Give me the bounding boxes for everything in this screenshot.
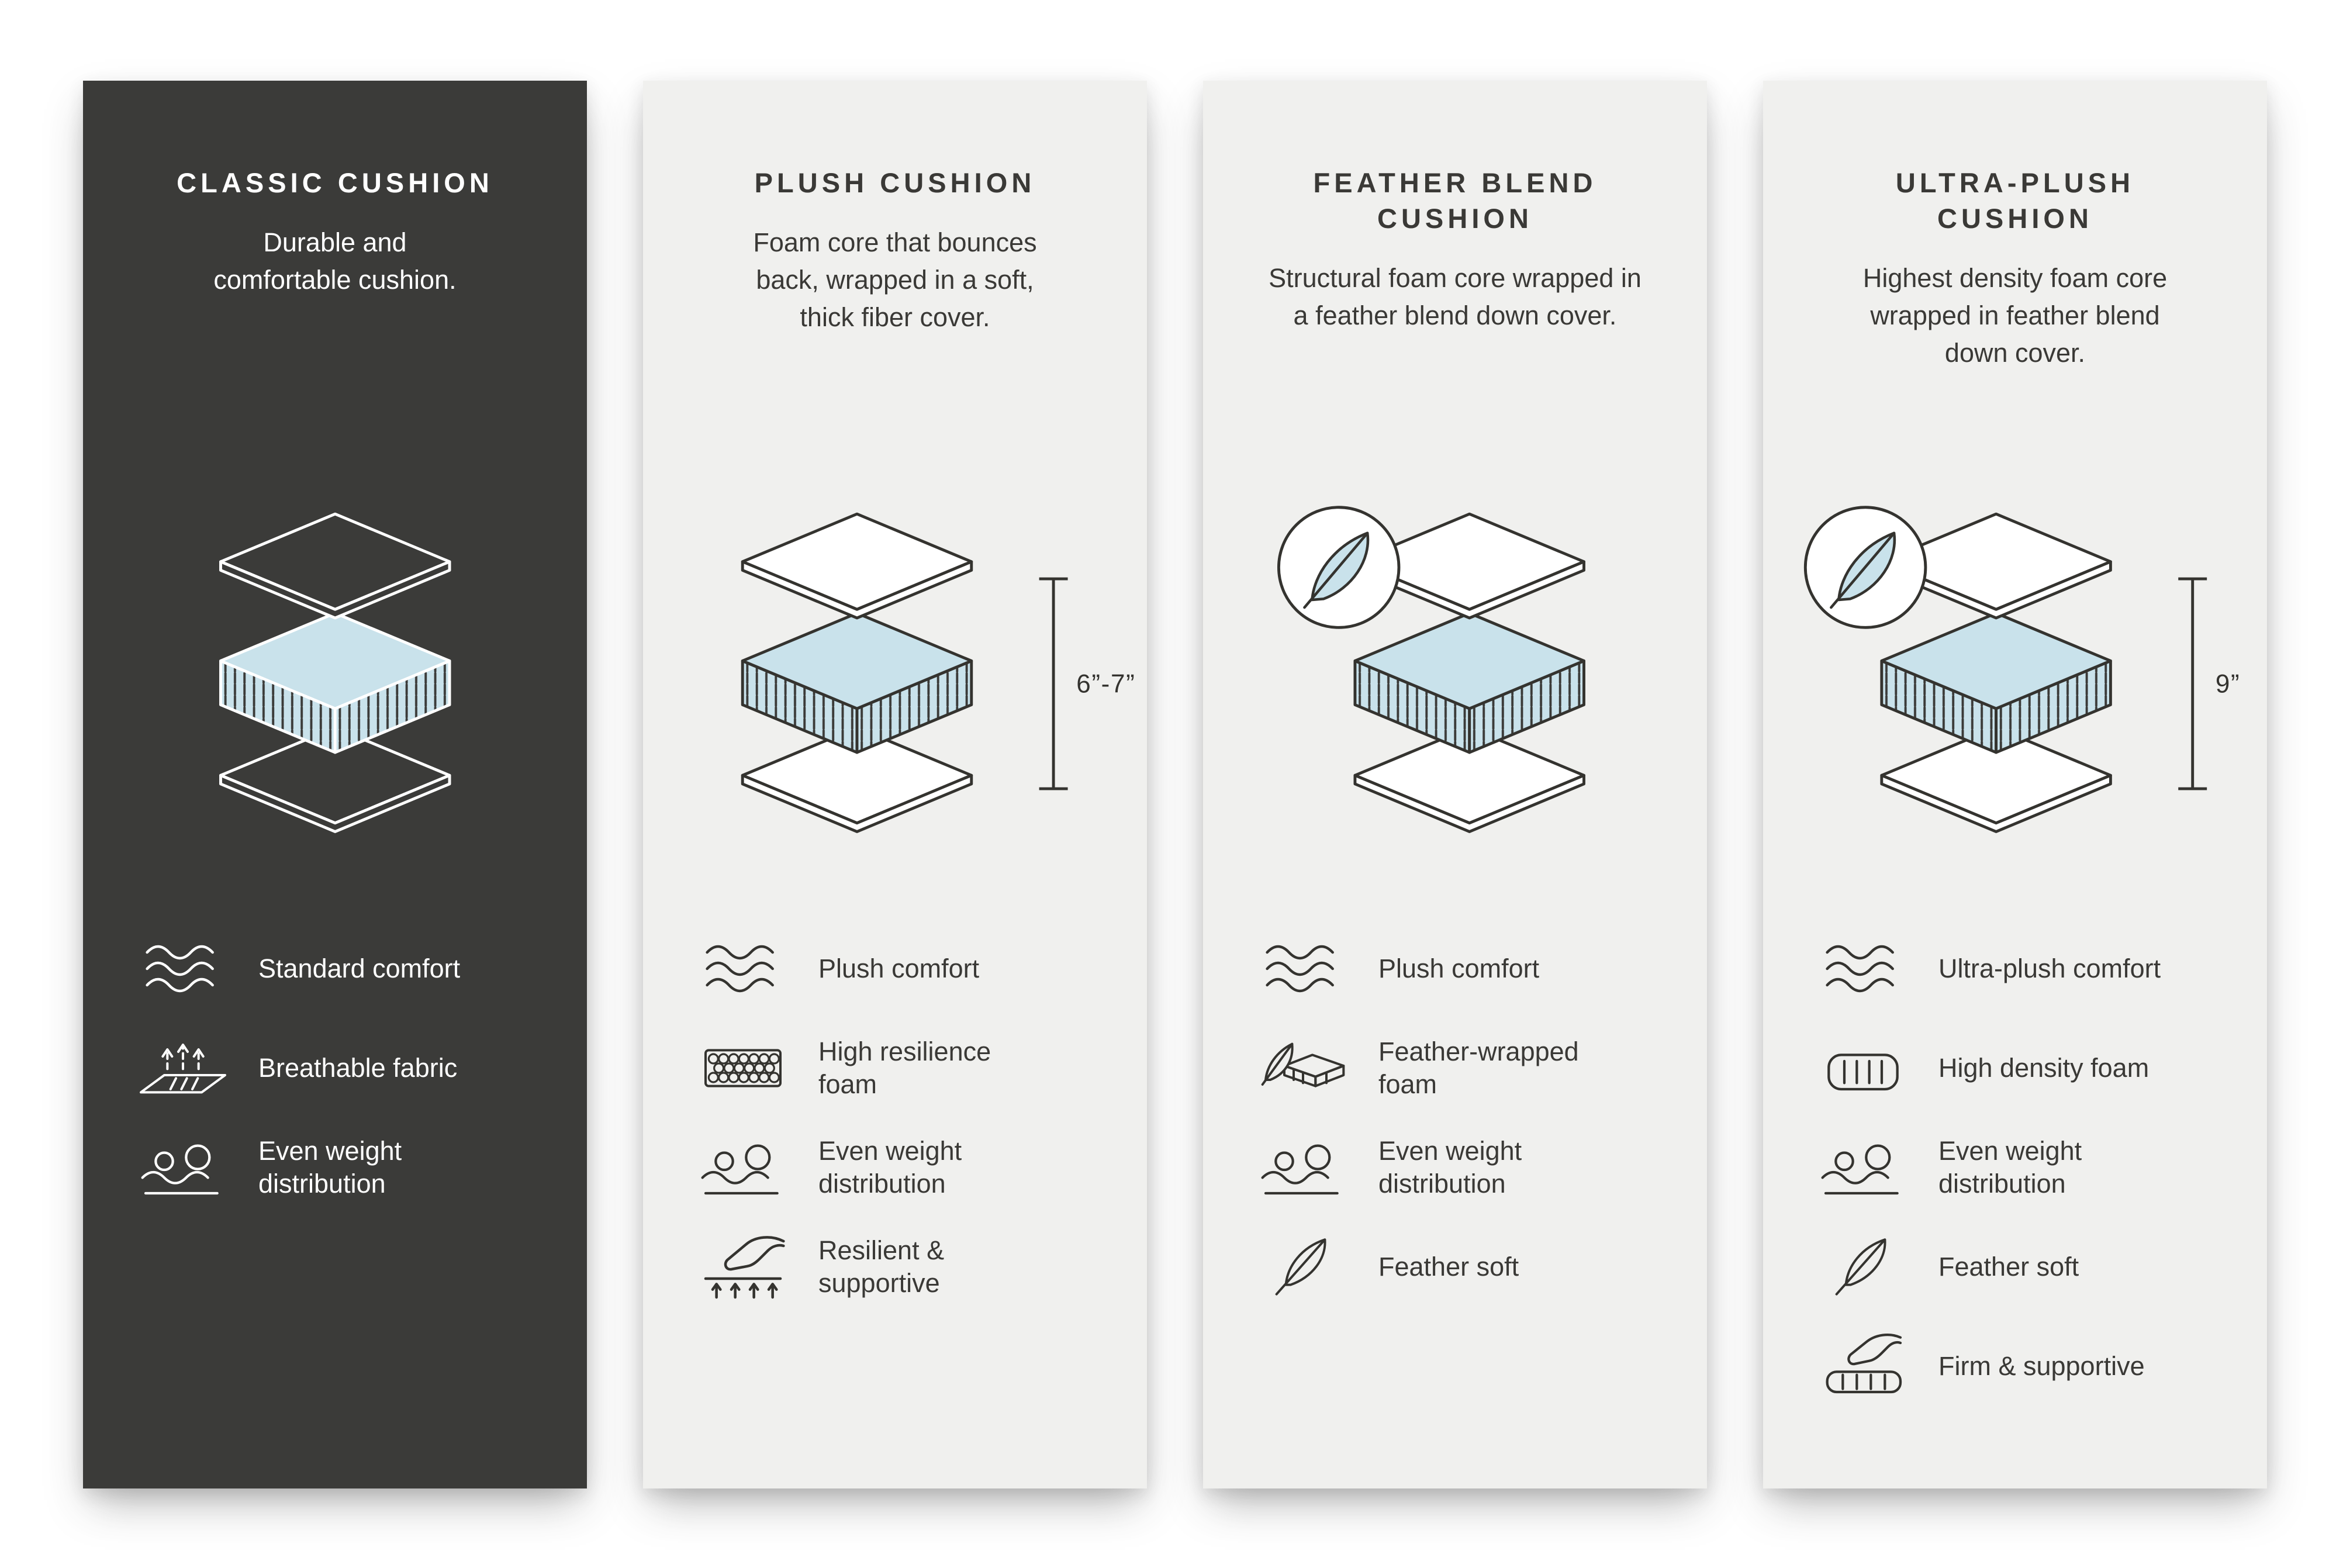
feature-list: Standard comfort Breathable fabric Even … — [133, 930, 537, 1207]
weight-distribution-icon — [693, 1132, 793, 1203]
feature-label: Plush comfort — [818, 953, 980, 983]
panel-feather-blend-cushion: FEATHER BLEND CUSHION Structural foam co… — [1203, 81, 1707, 1488]
cushion-diagram: 6”-7” — [693, 415, 1135, 930]
feather-badge-icon — [1278, 507, 1399, 628]
feature-label: High density foam — [1938, 1052, 2149, 1083]
feature-label: Ultra-plush comfort — [1938, 953, 2161, 983]
firm-supportive-icon — [1813, 1331, 1913, 1401]
feature-row: Feather soft — [1813, 1228, 2217, 1306]
feature-row: Even weight distribution — [693, 1128, 1097, 1207]
height-measure-bracket — [2178, 577, 2207, 790]
breathable-icon — [133, 1033, 233, 1103]
feature-label: Resilient & supportive — [818, 1235, 945, 1298]
feature-row: Even weight distribution — [133, 1128, 537, 1207]
feature-label: Feather soft — [1378, 1251, 1519, 1282]
measurement-label: 6”-7” — [1076, 669, 1135, 698]
feature-label: Even weight distribution — [1938, 1135, 2082, 1199]
feature-row: Plush comfort — [1253, 930, 1657, 1008]
feature-label: Even weight distribution — [818, 1135, 962, 1199]
feature-label: Even weight distribution — [258, 1135, 402, 1199]
panel-header: CLASSIC CUSHION Durable and comfortable … — [133, 151, 537, 415]
feather-wrapped-foam-icon — [1253, 1033, 1353, 1103]
weight-distribution-icon — [1253, 1132, 1353, 1203]
wave-icon — [133, 934, 233, 1004]
feature-label: Standard comfort — [258, 953, 461, 983]
feature-list: Plush comfort Feather-wrapped foam Even … — [1253, 930, 1657, 1306]
panel-title: FEATHER BLEND CUSHION — [1313, 167, 1597, 234]
feature-label: Feather soft — [1938, 1251, 2079, 1282]
panel-title: CLASSIC CUSHION — [177, 167, 493, 198]
panel-description: Structural foam core wrapped in a feathe… — [1269, 263, 1641, 331]
panel-description: Durable and comfortable cushion. — [213, 227, 457, 295]
panel-header: FEATHER BLEND CUSHION Structural foam co… — [1253, 151, 1657, 415]
weight-distribution-icon — [133, 1132, 233, 1203]
high-density-foam-icon — [1813, 1033, 1913, 1103]
panel-description: Highest density foam core wrapped in fea… — [1862, 263, 2168, 368]
feature-row: Resilient & supportive — [693, 1228, 1097, 1306]
panel-header: ULTRA-PLUSH CUSHION Highest density foam… — [1813, 151, 2217, 415]
panel-title: ULTRA-PLUSH CUSHION — [1895, 167, 2135, 234]
feature-row: Firm & supportive — [1813, 1327, 2217, 1405]
feature-row: Even weight distribution — [1813, 1128, 2217, 1207]
feature-row: Ultra-plush comfort — [1813, 930, 2217, 1008]
panel-classic-cushion: CLASSIC CUSHION Durable and comfortable … — [83, 81, 587, 1488]
feature-list: Ultra-plush comfort High density foam Ev… — [1813, 930, 2217, 1405]
feature-list: Plush comfort High resilience foam Even … — [693, 930, 1097, 1306]
cushion-diagram — [1253, 415, 1657, 930]
panel-header: PLUSH CUSHION Foam core that bounces bac… — [693, 151, 1097, 415]
feature-label: High resilience foam — [818, 1036, 991, 1099]
cushion-diagram: 9” — [1813, 415, 2239, 930]
feature-row: Breathable fabric — [133, 1029, 537, 1107]
feature-row: Plush comfort — [693, 930, 1097, 1008]
feature-row: Feather-wrapped foam — [1253, 1029, 1657, 1107]
feature-label: Breathable fabric — [258, 1052, 458, 1083]
feature-row: Feather soft — [1253, 1228, 1657, 1306]
feature-label: Feather-wrapped foam — [1378, 1036, 1579, 1099]
feature-row: High density foam — [1813, 1029, 2217, 1107]
cushion-diagram — [133, 415, 537, 930]
panel-title: PLUSH CUSHION — [754, 167, 1036, 198]
hand-press-icon — [693, 1232, 793, 1302]
wave-icon — [1253, 934, 1353, 1004]
feather-badge-icon — [1805, 507, 1926, 628]
feature-row: High resilience foam — [693, 1029, 1097, 1107]
panel-description: Foam core that bounces back, wrapped in … — [753, 227, 1037, 332]
feather-icon — [1253, 1232, 1353, 1302]
height-measure-bracket — [1039, 577, 1068, 790]
feature-label: Plush comfort — [1378, 953, 1540, 983]
feature-label: Even weight distribution — [1378, 1135, 1522, 1199]
panel-plush-cushion: PLUSH CUSHION Foam core that bounces bac… — [643, 81, 1147, 1488]
wave-icon — [693, 934, 793, 1004]
feather-icon — [1813, 1232, 1913, 1302]
feature-label: Firm & supportive — [1938, 1351, 2145, 1381]
feature-row: Even weight distribution — [1253, 1128, 1657, 1207]
feature-row: Standard comfort — [133, 930, 537, 1008]
wave-icon — [1813, 934, 1913, 1004]
honeycomb-icon — [693, 1033, 793, 1103]
panel-ultra-plush-cushion: ULTRA-PLUSH CUSHION Highest density foam… — [1763, 81, 2267, 1488]
cushion-layers-icon — [220, 514, 450, 832]
weight-distribution-icon — [1813, 1132, 1913, 1203]
measurement-label: 9” — [2216, 669, 2240, 698]
cushion-layers-icon — [742, 514, 972, 832]
